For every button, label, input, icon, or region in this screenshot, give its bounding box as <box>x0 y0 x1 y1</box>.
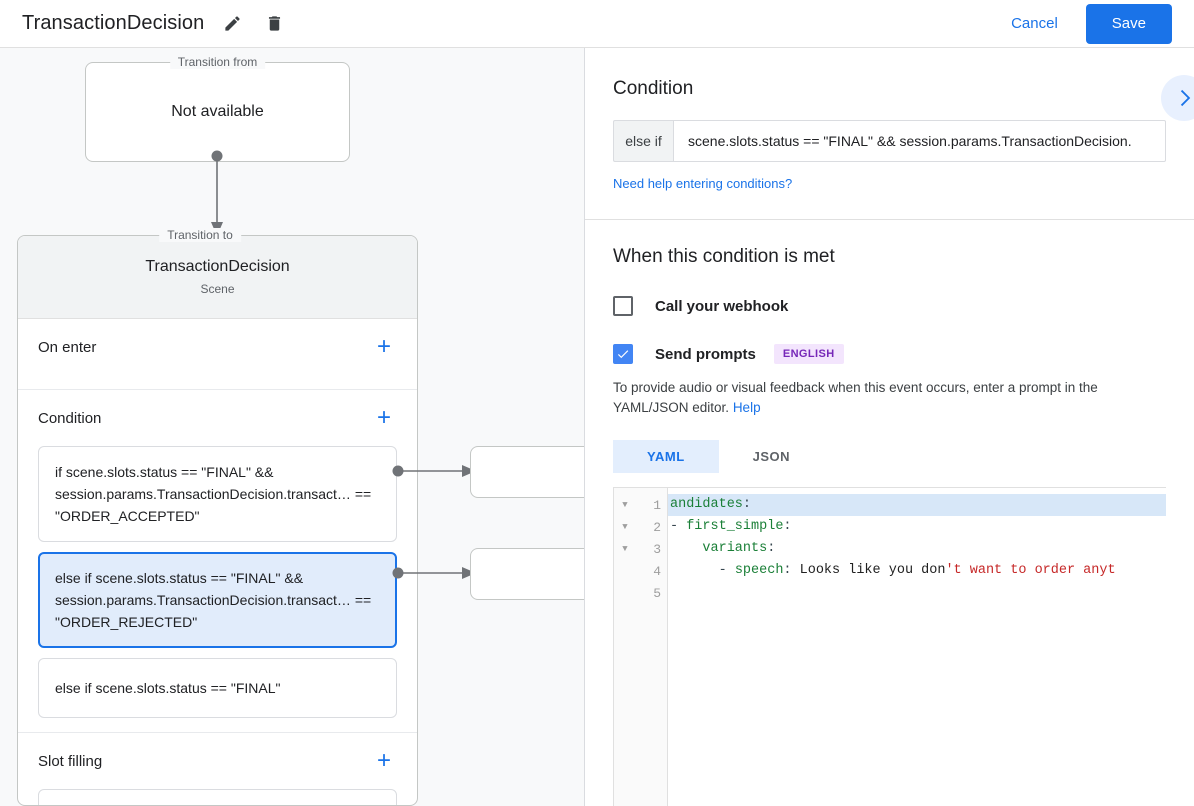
details-panel: Condition else if Need help entering con… <box>585 48 1194 806</box>
section-slot-filling: Slot filling + Slot validation <box>18 733 417 805</box>
tab-json[interactable]: JSON <box>752 449 791 464</box>
target-node-rejected[interactable] <box>470 548 585 600</box>
code-token: : <box>783 519 792 534</box>
editor-line-number: 5 <box>653 585 661 601</box>
code-token: - <box>670 563 735 578</box>
code-token: Looks like you don <box>799 563 946 578</box>
send-prompts-label: Send prompts <box>655 345 756 363</box>
code-token: first_simple <box>686 519 784 534</box>
save-button[interactable]: Save <box>1085 3 1172 44</box>
editor-line-number-row: 5 <box>614 582 667 604</box>
editor-line-number-row: 4 <box>614 560 667 582</box>
prompts-description-text: To provide audio or visual feedback when… <box>613 380 1098 415</box>
tab-yaml[interactable]: YAML <box>613 440 719 473</box>
editor-code-line[interactable]: variants: <box>668 538 1166 560</box>
section-head-condition: Condition + <box>38 390 397 446</box>
section-condition: Condition + if scene.slots.status == "FI… <box>18 390 417 733</box>
editor-line-number-row: ▼3 <box>614 538 667 560</box>
transition-from-card[interactable]: Transition from Not available <box>85 55 350 162</box>
code-token: : <box>767 541 776 556</box>
code-token: 't want to order anyt <box>945 563 1116 578</box>
top-bar: TransactionDecision Cancel Save <box>0 0 1194 48</box>
section-title-condition: Condition <box>38 409 102 427</box>
editor-code-line[interactable]: - first_simple: <box>668 516 1166 538</box>
add-slot-filling-button[interactable]: + <box>376 747 391 774</box>
section-head-slot-filling: Slot filling + <box>38 733 397 789</box>
send-prompts-row[interactable]: Send prompts ENGLISH <box>613 344 1166 364</box>
call-webhook-label: Call your webhook <box>655 297 789 315</box>
transition-from-legend: Transition from <box>169 55 266 69</box>
slot-validation-item[interactable]: Slot validation <box>38 789 397 805</box>
editor-line-number: 1 <box>653 497 661 513</box>
code-token: : <box>783 563 800 578</box>
scene-name: TransactionDecision <box>145 258 290 275</box>
editor-line-number: 3 <box>653 541 661 557</box>
call-webhook-checkbox[interactable] <box>613 296 633 316</box>
condition-item-rejected[interactable]: else if scene.slots.status == "FINAL" &&… <box>38 552 397 648</box>
transition-from-value: Not available <box>171 103 264 120</box>
send-prompts-checkbox[interactable] <box>613 344 633 364</box>
code-token: andidates <box>670 497 743 512</box>
checkmark-icon <box>617 350 629 359</box>
section-title-on-enter: On enter <box>38 338 97 356</box>
condition-section: Condition else if Need help entering con… <box>585 48 1194 220</box>
editor-line-number: 2 <box>653 519 661 535</box>
section-head-on-enter: On enter + <box>38 319 397 375</box>
condition-item-accepted[interactable]: if scene.slots.status == "FINAL" && sess… <box>38 446 397 542</box>
fold-arrow-icon[interactable]: ▼ <box>622 544 628 554</box>
chevron-right-icon[interactable] <box>1161 75 1194 121</box>
fold-arrow-icon[interactable]: ▼ <box>622 522 628 532</box>
code-token: speech <box>734 563 784 578</box>
transition-to-legend: Transition to <box>159 228 241 242</box>
transition-to-card[interactable]: TransactionDecision Scene On enter + Con… <box>17 235 418 806</box>
editor-line-number-row: ▼2 <box>614 516 667 538</box>
condition-input[interactable] <box>673 120 1166 162</box>
condition-prefix-label: else if <box>613 120 673 162</box>
scene-type: Scene <box>200 282 235 296</box>
add-on-enter-button[interactable]: + <box>376 333 391 360</box>
condition-input-row: else if <box>613 120 1166 162</box>
code-token: variants <box>702 541 768 556</box>
code-token <box>670 541 702 556</box>
target-node-accepted[interactable] <box>470 446 585 498</box>
code-token: : <box>742 497 752 512</box>
scene-header: TransactionDecision Scene <box>18 236 417 319</box>
prompts-description: To provide audio or visual feedback when… <box>613 378 1165 418</box>
fold-arrow-icon[interactable]: ▼ <box>622 500 628 510</box>
condition-item-final[interactable]: else if scene.slots.status == "FINAL" <box>38 658 397 718</box>
language-badge: ENGLISH <box>773 344 844 364</box>
panel-divider <box>584 48 585 806</box>
editor-line-number: 4 <box>653 563 661 579</box>
need-help-entering-conditions-link[interactable]: Need help entering conditions? <box>613 176 793 191</box>
editor-code-line[interactable]: andidates: <box>668 494 1166 516</box>
code-token: - <box>670 519 687 534</box>
cancel-button[interactable]: Cancel <box>997 7 1072 40</box>
when-condition-met-section: When this condition is met Call your web… <box>585 220 1194 806</box>
editor-line-number-row: ▼1 <box>614 494 667 516</box>
section-title-slot-filling: Slot filling <box>38 752 103 770</box>
editor-tabs: YAML JSON <box>613 440 1166 473</box>
editor-code-line[interactable]: - speech: Looks like you don't want to o… <box>668 560 1166 582</box>
flow-canvas[interactable]: Transition from Not available Transition… <box>0 48 585 806</box>
page-title: TransactionDecision <box>22 12 205 34</box>
condition-section-title: Condition <box>613 78 694 99</box>
section-on-enter: On enter + <box>18 319 417 390</box>
trash-icon[interactable] <box>260 10 288 38</box>
editor-code-area[interactable]: andidates:- first_simple: variants: - sp… <box>668 488 1166 806</box>
add-condition-button[interactable]: + <box>376 404 391 431</box>
when-condition-met-title: When this condition is met <box>613 246 835 267</box>
editor-code-line[interactable] <box>668 582 1166 604</box>
pencil-icon[interactable] <box>218 10 246 38</box>
help-link[interactable]: Help <box>732 400 761 415</box>
call-webhook-row[interactable]: Call your webhook <box>613 296 1166 316</box>
